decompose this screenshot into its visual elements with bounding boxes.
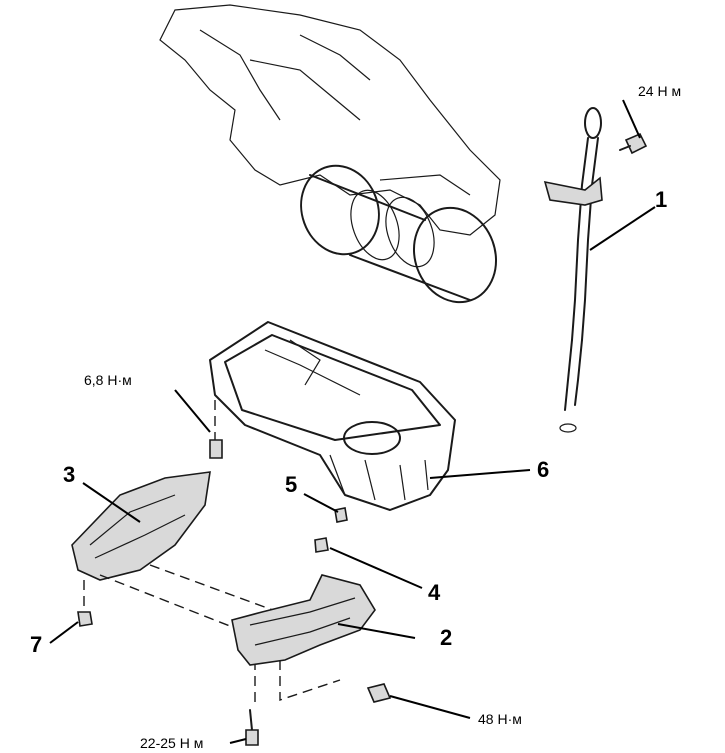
callout-labels: 1 2 3 4 5 6 7 [30,187,667,657]
stiffener-bracket [231,507,392,746]
callout-5: 5 [285,472,297,497]
leader-lines [49,99,656,744]
callout-6: 6 [537,457,549,482]
callout-4: 4 [428,580,441,605]
callout-7: 7 [30,632,42,657]
dust-cover-plate [71,471,211,627]
torque-dipstick-bolt: 24 Н м [638,83,681,99]
torque-flange-bolt: 48 Н·м [478,711,522,727]
torque-oil-pan-bolt: 6,8 Н·м [84,372,132,388]
callout-1: 1 [655,187,667,212]
torque-lower-bolt: 22-25 Н м [140,735,203,751]
callout-3: 3 [63,462,75,487]
engine-block [159,4,501,304]
dipstick-assembly [543,107,648,433]
torque-labels: 24 Н м 6,8 Н·м 22-25 Н м 48 Н·м [84,83,681,751]
callout-2: 2 [440,625,452,650]
oil-pan [209,321,456,511]
